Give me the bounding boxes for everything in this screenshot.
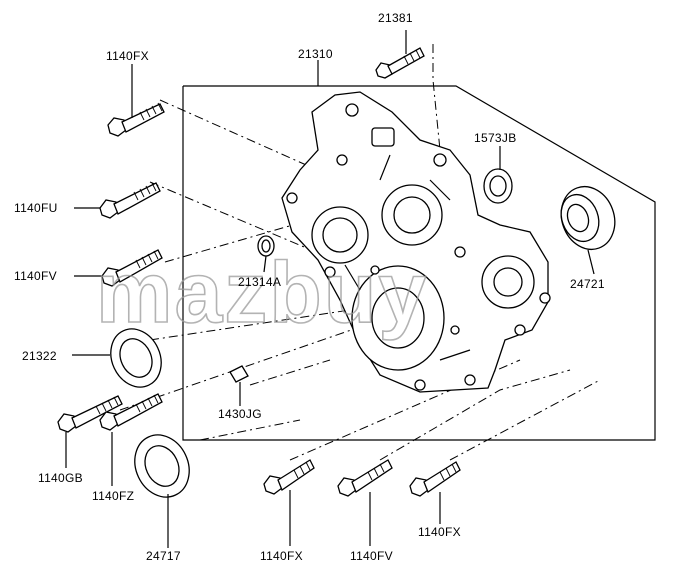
- watermark: mazbuy: [96, 245, 428, 341]
- bolt-1140FX-right: [409, 461, 461, 497]
- bolt-1140FU: [99, 182, 161, 219]
- bolt-1140GB: [57, 395, 123, 433]
- bolt-1140FZ: [99, 393, 163, 431]
- label-1140GB: 1140GB: [38, 471, 83, 485]
- dowel-pin-1430JG: [229, 365, 249, 383]
- label-1430JG: 1430JG: [218, 407, 262, 421]
- label-1140FX-bottom: 1140FX: [260, 549, 303, 563]
- label-21310: 21310: [298, 47, 333, 61]
- label-1140FU: 1140FU: [14, 201, 58, 215]
- oil-seal-24717: [134, 434, 190, 498]
- case-housing-21310: [281, 91, 551, 393]
- leader-lines: [65, 30, 595, 548]
- label-1140FZ: 1140FZ: [92, 489, 134, 503]
- assembly-outline: [182, 85, 656, 441]
- label-1140FX-top: 1140FX: [106, 49, 149, 63]
- label-21381: 21381: [378, 11, 413, 25]
- bearing-24721: [560, 185, 616, 251]
- label-1573JB: 1573JB: [474, 131, 517, 145]
- bushing-1573JB: [483, 168, 513, 204]
- label-21322: 21322: [22, 349, 57, 363]
- bolt-1140FX-bottom: [263, 459, 315, 495]
- bolt-1140FV-left: [101, 249, 163, 287]
- oil-seal-21322: [110, 328, 162, 388]
- label-24721: 24721: [570, 277, 605, 291]
- bolt-1140FX-top: [107, 102, 165, 137]
- oring-21314A: [257, 235, 275, 257]
- label-1140FV-left: 1140FV: [14, 269, 57, 283]
- label-24717: 24717: [146, 549, 181, 563]
- bolt-21381: [375, 47, 425, 79]
- label-1140FV-bottom: 1140FV: [350, 549, 393, 563]
- label-21314A: 21314A: [238, 275, 281, 289]
- dashed-reference-lines: [119, 44, 601, 461]
- label-1140FX-right: 1140FX: [418, 525, 461, 539]
- bolt-1140FV-bottom: [337, 459, 393, 497]
